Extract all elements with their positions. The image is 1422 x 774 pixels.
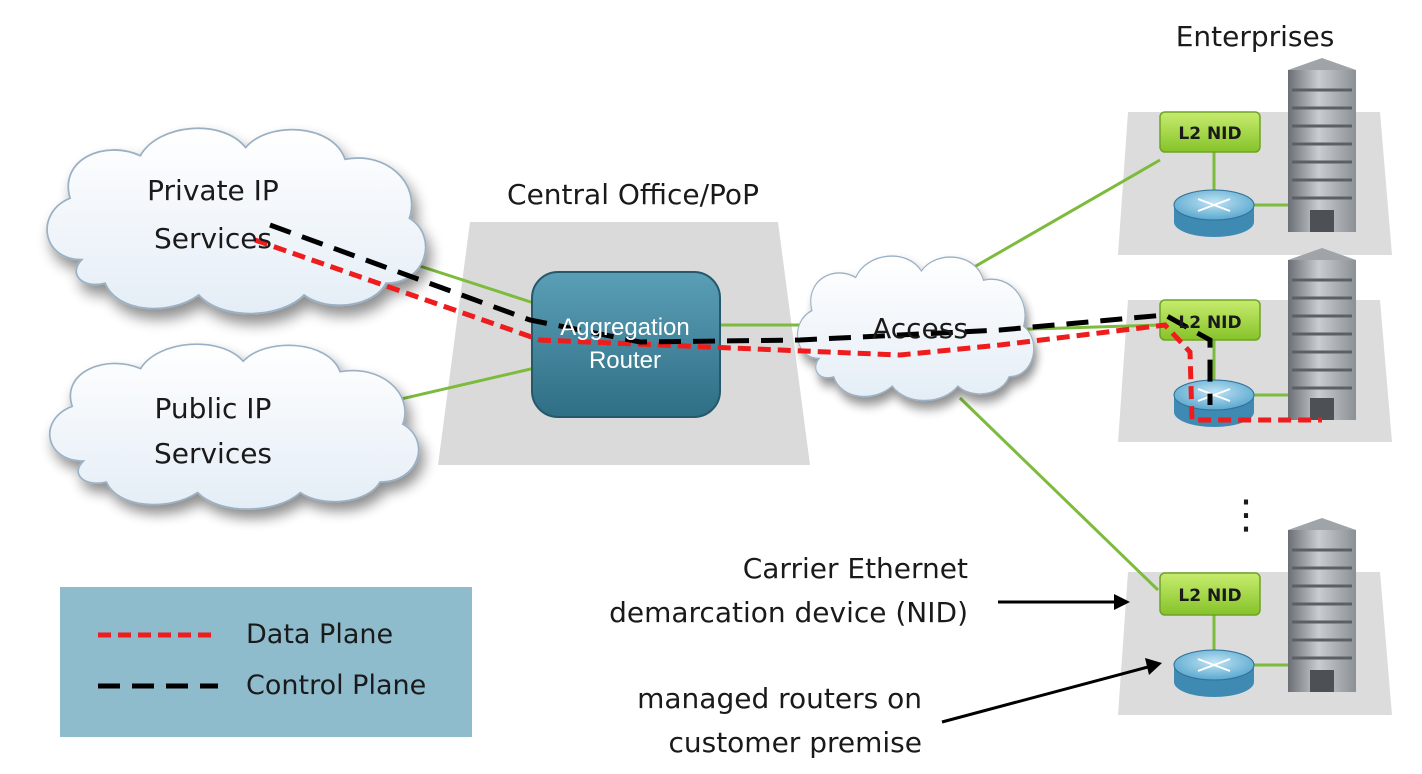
nid-bottom-box [1159,572,1261,616]
private-ip-label-line1: Private IP [147,174,279,207]
callout-arrows [941,594,1162,724]
ellipsis-label: ⋮ [1226,492,1266,538]
aggregation-router-label-line1: Aggregation [560,314,689,341]
links [374,150,1300,667]
public-ip-cloud [48,343,420,510]
customer-router-top-icon [1173,189,1255,237]
enterprises-label: Enterprises [1176,20,1335,53]
legend-box [60,587,472,737]
managed-routers-label-line1: managed routers on [637,682,922,715]
nid-mid-label: L2 NID [1178,313,1241,333]
legend-control-plane-label: Control Plane [246,670,426,701]
public-ip-label-line2: Services [154,437,272,470]
carrier-ethernet-label-line2: demarcation device (NID) [609,596,968,629]
aggregation-router-label-line2: Router [589,347,661,374]
nid-bottom-label: L2 NID [1178,586,1241,606]
control-plane-path [269,222,1213,405]
public-ip-label-line1: Public IP [155,392,272,425]
nid-top-box [1159,111,1261,153]
building-top [1288,58,1356,232]
building-bottom [1288,518,1356,692]
private-ip-cloud [46,127,427,315]
legend-data-plane-label: Data Plane [246,619,393,650]
legend: Data Plane Control Plane [60,587,472,737]
central-office-label: Central Office/PoP [507,178,759,211]
carrier-ethernet-label-line1: Carrier Ethernet [743,552,968,585]
private-ip-label-line2: Services [154,222,272,255]
nid-top-label: L2 NID [1178,124,1241,144]
access-label: Access [872,312,968,345]
customer-router-bottom-icon [1173,649,1255,697]
data-plane-path [254,237,1322,423]
building-mid [1288,248,1356,420]
managed-routers-label-line2: customer premise [668,726,922,759]
